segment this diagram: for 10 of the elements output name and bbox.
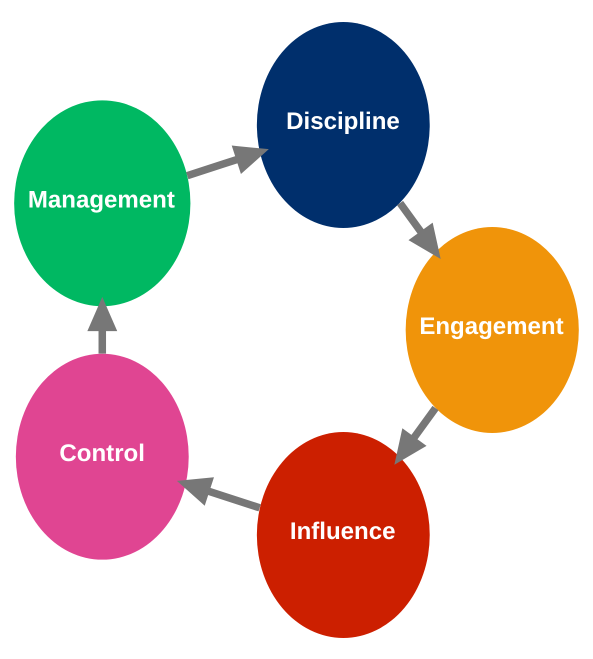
arrow: [394, 405, 439, 464]
arrow: [176, 476, 261, 511]
node-ellipse: Control: [16, 353, 189, 560]
node-ellipse: Management: [14, 100, 190, 306]
node-ellipse: Influence: [256, 432, 430, 638]
node-ellipse: Discipline: [256, 22, 430, 228]
node-ellipse: Engagement: [406, 226, 579, 432]
arrow: [396, 200, 441, 259]
arrow: [186, 145, 269, 179]
arrow: [87, 296, 118, 354]
